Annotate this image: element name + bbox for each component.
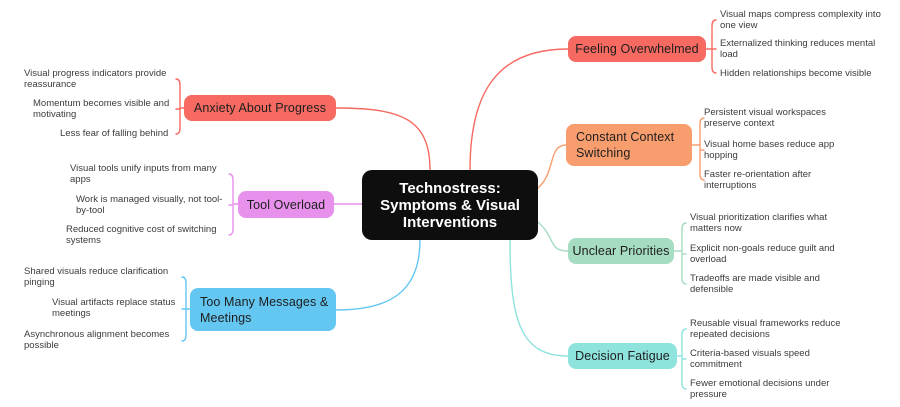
leaf-node[interactable]: Visual progress indicators provide reass… [24, 68, 167, 90]
bracket-unclear-priorities [673, 222, 687, 285]
branch-too-many-messages-meetings[interactable]: Too Many Messages & Meetings [190, 288, 336, 331]
leaf-node[interactable]: Tradeoffs are made visible and defensibl… [690, 273, 820, 295]
leaf-node[interactable]: Reduced cognitive cost of switching syst… [66, 224, 217, 246]
leaf-node[interactable]: Asynchronous alignment becomes possible [24, 329, 170, 351]
connector-center-to-constant-context-switching [537, 144, 567, 189]
leaf-node[interactable]: Faster re-orientation after interruption… [704, 169, 812, 191]
branch-tool-overload[interactable]: Tool Overload [238, 191, 334, 218]
leaf-node[interactable]: Criteria-based visuals speed commitment [690, 348, 810, 370]
connector-center-to-feeling-overwhelmed [469, 48, 569, 171]
leaf-node[interactable]: Work is managed visually, not tool-by-to… [76, 194, 223, 216]
bracket-anxiety-about-progress [175, 78, 185, 135]
leaf-node[interactable]: Fewer emotional decisions under pressure [690, 378, 830, 400]
bracket-tool-overload [228, 173, 239, 236]
leaf-node[interactable]: Hidden relationships become visible [720, 68, 872, 79]
leaf-node[interactable]: Visual home bases reduce app hopping [704, 139, 835, 161]
connector-center-to-decision-fatigue [509, 239, 569, 357]
leaf-node[interactable]: Visual prioritization clarifies what mat… [690, 212, 828, 234]
branch-anxiety-about-progress[interactable]: Anxiety About Progress [184, 95, 336, 121]
central-node[interactable]: Technostress: Symptoms & Visual Interven… [362, 170, 538, 240]
branch-decision-fatigue[interactable]: Decision Fatigue [568, 343, 677, 369]
leaf-node[interactable]: Persistent visual workspaces preserve co… [704, 107, 826, 129]
branch-unclear-priorities[interactable]: Unclear Priorities [568, 238, 674, 264]
leaf-node[interactable]: Visual artifacts replace status meetings [52, 297, 176, 319]
leaf-node[interactable]: Explicit non-goals reduce guilt and over… [690, 243, 835, 265]
branch-constant-context-switching[interactable]: Constant Context Switching [566, 124, 692, 166]
connector-center-to-too-many-messages [335, 239, 421, 311]
branch-feeling-overwhelmed[interactable]: Feeling Overwhelmed [568, 36, 706, 62]
connector-center-to-unclear-priorities [537, 221, 569, 252]
leaf-node[interactable]: Less fear of falling behind [60, 128, 169, 139]
leaf-node[interactable]: Reusable visual frameworks reduce repeat… [690, 318, 841, 340]
bracket-too-many-messages [181, 276, 191, 342]
leaf-node[interactable]: Externalized thinking reduces mental loa… [720, 38, 876, 60]
bracket-decision-fatigue [676, 328, 687, 390]
leaf-node[interactable]: Momentum becomes visible and motivating [33, 98, 170, 120]
connector-center-to-anxiety-about-progress [335, 107, 431, 171]
bracket-constant-context-switching [691, 117, 705, 181]
leaf-node[interactable]: Shared visuals reduce clarification ping… [24, 266, 169, 288]
bracket-feeling-overwhelmed [705, 19, 717, 74]
leaf-node[interactable]: Visual maps compress complexity into one… [720, 9, 881, 31]
leaf-node[interactable]: Visual tools unify inputs from many apps [70, 163, 217, 185]
